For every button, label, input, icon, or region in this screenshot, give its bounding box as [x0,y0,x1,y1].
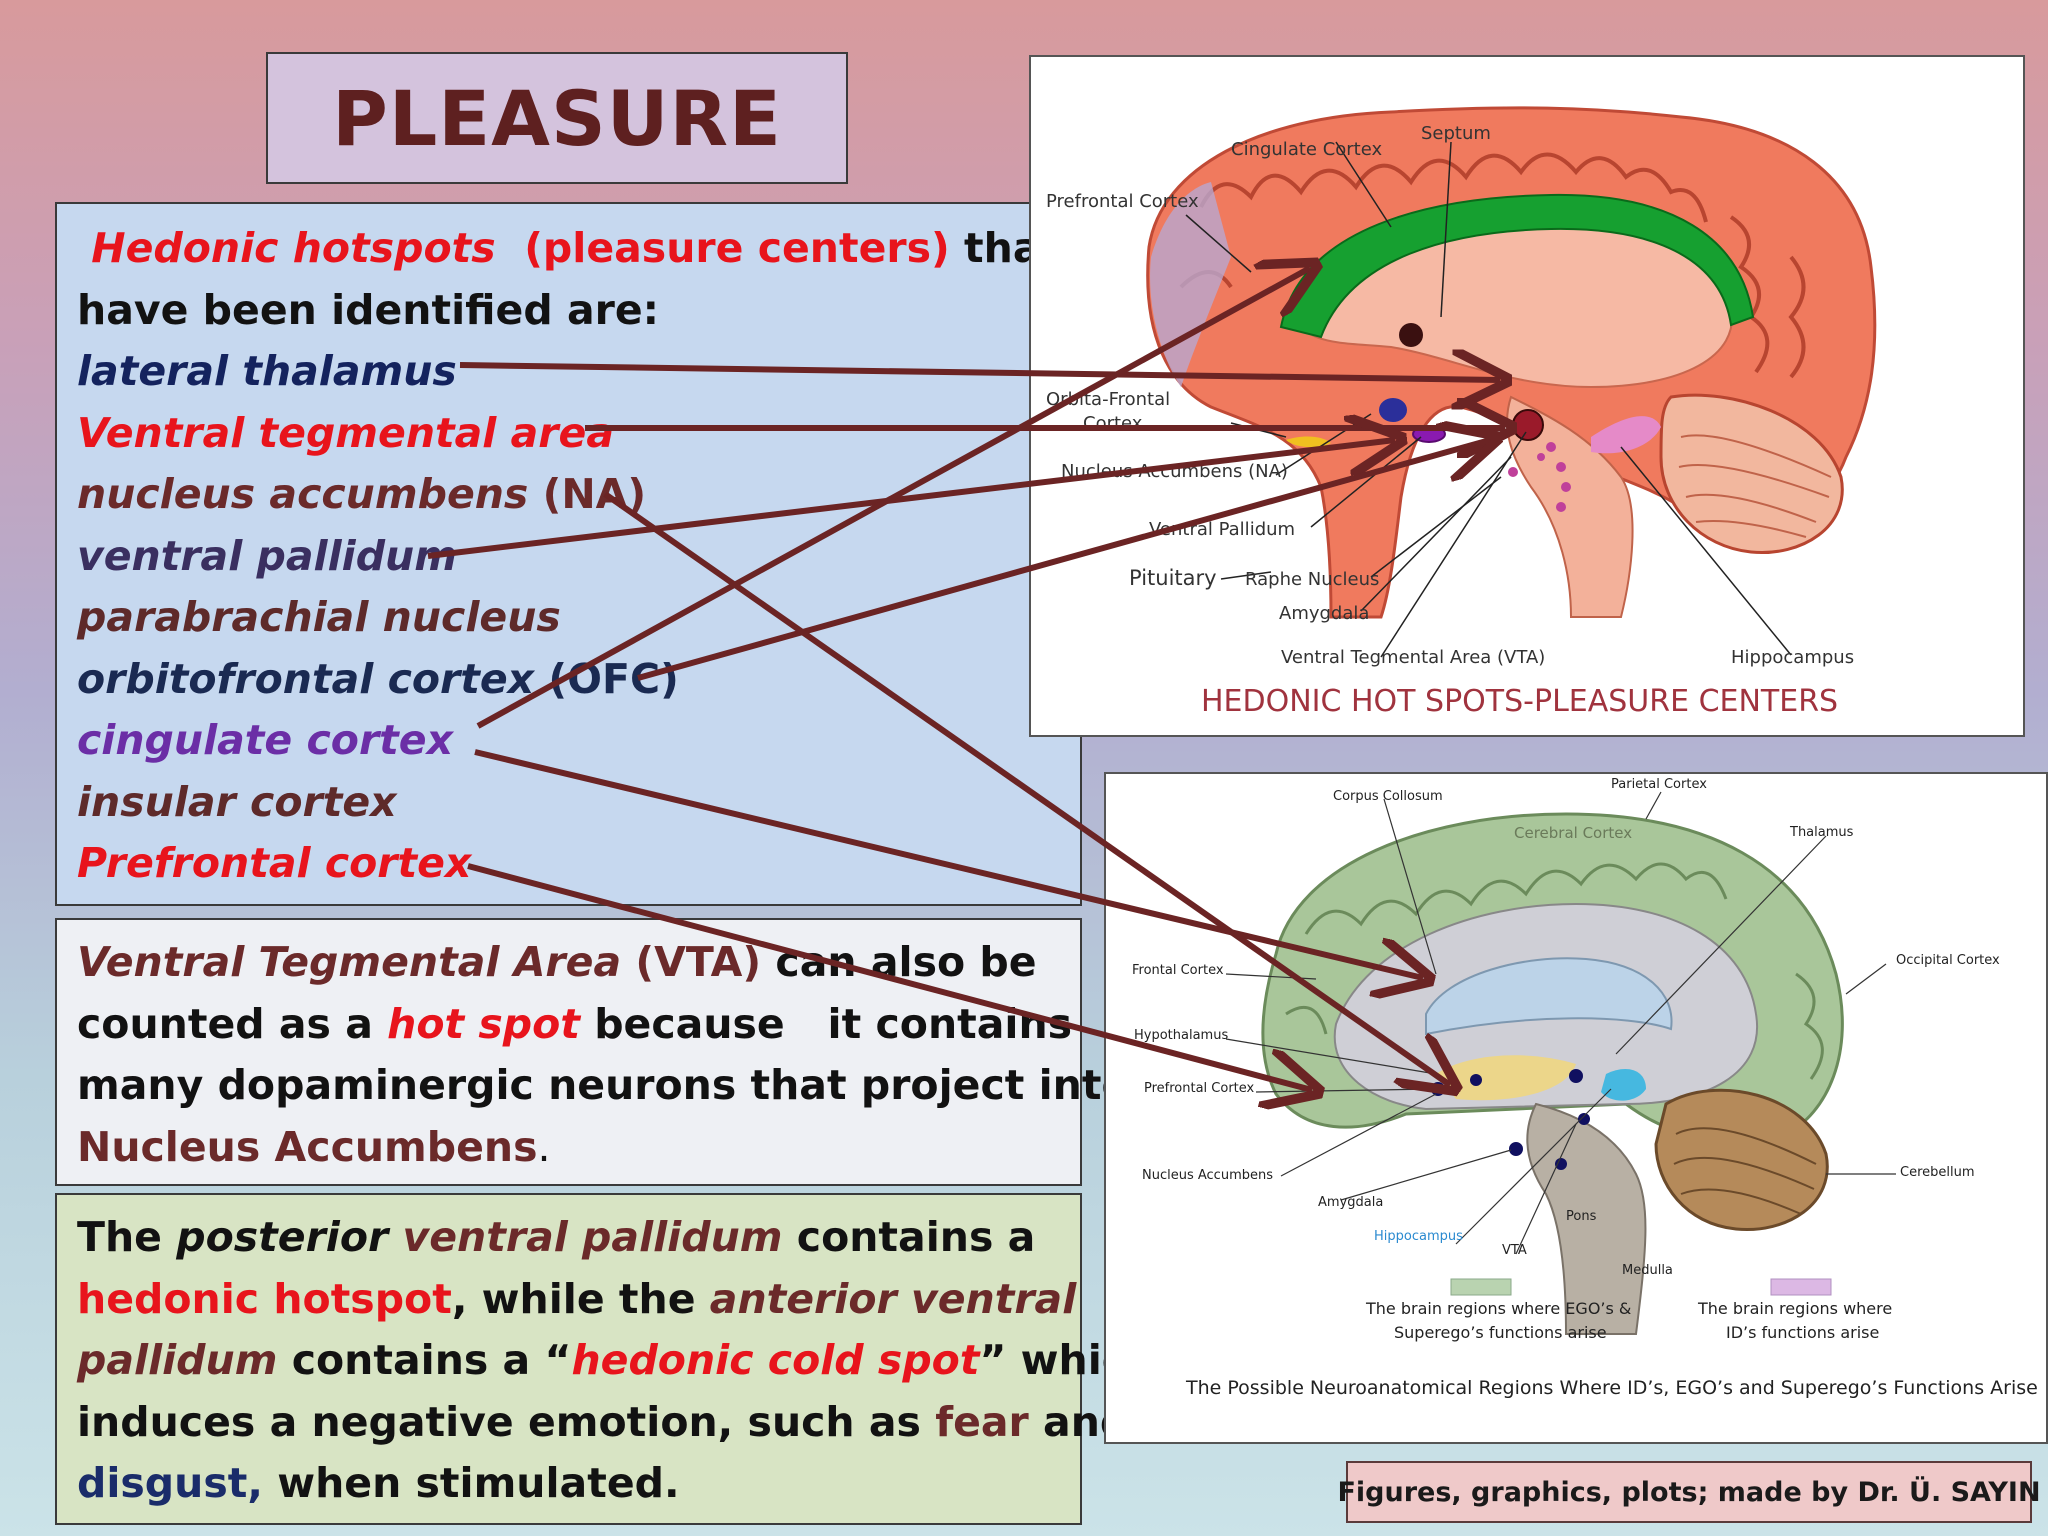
pal-line1: The posterior ventral pallidum contains … [77,1207,1060,1269]
label-cerebellum: Cerebellum [1900,1165,1975,1180]
vta-paragraph-box: Ventral Tegmental Area (VTA) can also be… [55,918,1130,1186]
label-vta: Ventral Tegmental Area (VTA) [1281,647,1545,668]
label-nucleus-accumbens: Nucleus Accumbens (NA) [1061,461,1288,482]
pal-text-2: contains a [782,1213,1036,1261]
ventral-pallidum-term: ventral pallidum [388,1213,783,1261]
vta-line2: counted as a hot spot because it contain… [77,994,1072,1056]
list-item-nucleus-accumbens: nucleus accumbens (NA) [77,464,1060,526]
vta-line1: Ventral Tegmental Area (VTA) can also be [77,932,1060,994]
label-hippocampus: Hippocampus [1731,647,1854,668]
hot-spot-term: hot spot [387,999,580,1048]
vta-text-2: counted as a [77,999,388,1048]
nucleus-accumbens-abbr: (NA) [528,470,647,518]
label-frontal: Frontal Cortex [1132,963,1224,978]
nucleus-accumbens-spot [1379,398,1407,422]
label-vta-2: VTA [1502,1243,1527,1258]
label-thalamus: Thalamus [1789,825,1854,840]
pallidum-term: pallidum [77,1336,278,1384]
list-item-lateral-thalamus: lateral thalamus [77,347,457,395]
vta-text-3: because it contains [579,999,1073,1048]
label-cerebral-cortex: Cerebral Cortex [1514,824,1632,842]
list-item-insular-cortex: insular cortex [77,777,397,826]
legend-swatch-ego [1450,1278,1512,1296]
pal-text-3: , while the [451,1274,710,1323]
vta-line3: many dopaminergic neurons that project i… [77,1061,1130,1109]
page-title: PLEASURE [332,73,782,163]
figure2-caption: The Possible Neuroanatomical Regions Whe… [1185,1377,2038,1399]
credit-text: Figures, graphics, plots; made by Dr. Ü.… [1337,1476,2041,1508]
credit-box: Figures, graphics, plots; made by Dr. Ü.… [1337,1461,2041,1523]
label-pons: Pons [1566,1209,1597,1224]
hedonic-hotspots-term: Hedonic hotspots [91,224,496,272]
list-item-parabrachial-nucleus: parabrachial nucleus [77,593,561,641]
legend-id-line2: ID’s functions arise [1726,1323,1879,1342]
pleasure-centers-term: (pleasure centers) [524,224,950,272]
figure-hedonic-hotspots: Septum Cingulate Cortex Prefrontal Corte… [1029,55,2025,737]
label-hippocampus-2: Hippocampus [1374,1229,1463,1244]
list-item-orbitofrontal-cortex: orbitofrontal cortex (OFC) [77,649,1060,711]
label-nucleus-accumbens-2: Nucleus Accumbens [1142,1168,1273,1183]
label-raphe: Raphe Nucleus [1245,569,1379,590]
hotspots-intro-line2: have been identified are: [77,285,660,334]
legend-id-line1: The brain regions where [1697,1299,1892,1318]
nucleus-accumbens-term: nucleus accumbens [77,470,529,518]
label-ventral-pallidum: Ventral Pallidum [1149,519,1295,540]
pal-text-4: contains a “ [277,1336,572,1384]
pal-line2: hedonic hotspot, while the anterior vent… [77,1269,1076,1331]
label-hypothalamus: Hypothalamus [1134,1028,1228,1043]
hedonic-cold-spot-term: hedonic cold spot [571,1336,980,1384]
vta-spot [1512,409,1544,441]
label-orbito-1: Orbita-Frontal [1046,389,1170,410]
figure1-caption: HEDONIC HOT SPOTS-PLEASURE CENTERS [1201,684,1838,719]
brain-diagram-1: Septum Cingulate Cortex Prefrontal Corte… [1046,106,1877,719]
septum-spot [1399,323,1423,347]
label-prefrontal: Prefrontal Cortex [1046,191,1199,212]
cerebellum-shape [1654,1088,1829,1232]
label-corpus-collosum: Corpus Collosum [1333,789,1443,804]
list-item-prefrontal-cortex: Prefrontal cortex [77,839,472,887]
hedonic-hotspot-term: hedonic hotspot [77,1274,452,1323]
pal-text-8: when stimulated. [262,1459,680,1507]
legend-ego-line2: Superego’s functions arise [1394,1323,1607,1342]
figure-id-ego-regions: Corpus Collosum Parietal Cortex Cerebral… [1104,772,2048,1444]
label-cingulate: Cingulate Cortex [1231,139,1382,160]
disgust-term: disgust, [77,1459,263,1507]
legend-ego-line1: The brain regions where EGO’s & [1365,1299,1631,1318]
vta-abbr: (VTA) [621,938,762,986]
hotspots-intro-line1: Hedonic hotspots (pleasure centers) that [77,218,1060,280]
pal-text-6: induces a negative emotion, such as [77,1397,936,1446]
vta-line4: Nucleus Accumbens. [77,1117,1060,1179]
label-prefrontal-2: Prefrontal Cortex [1144,1081,1255,1096]
label-orbito-2: Cortex [1083,413,1143,434]
anterior-ventral-term: anterior ventral [709,1274,1077,1323]
label-occipital: Occipital Cortex [1896,953,2000,968]
vta-period: . [537,1122,551,1171]
pal-line4: induces a negative emotion, such as fear… [77,1392,1129,1454]
pal-text-1: The [77,1213,177,1261]
label-parietal: Parietal Cortex [1611,777,1707,792]
label-septum: Septum [1421,123,1491,144]
title-box: PLEASURE [266,52,848,184]
label-amygdala-2: Amygdala [1318,1195,1383,1210]
pallidum-paragraph-box: The posterior ventral pallidum contains … [55,1193,1155,1525]
vta-term: Ventral Tegmental Area [77,938,622,986]
hippocampus-shape [1591,416,1661,454]
label-medulla: Medulla [1622,1263,1673,1278]
pal-line3: pallidum contains a “hedonic cold spot” … [77,1330,1155,1392]
list-item-ventral-pallidum: ventral pallidum [77,531,457,580]
legend-swatch-id [1770,1278,1832,1296]
nucleus-accumbens-term-2: Nucleus Accumbens [77,1122,538,1171]
vta-text-1: can also be [761,938,1037,986]
label-amygdala: Amygdala [1279,603,1369,624]
orbitofrontal-term: orbitofrontal cortex [77,654,535,703]
posterior-term: posterior [176,1213,389,1261]
hotspot-list-box: Hedonic hotspots (pleasure centers) that… [55,202,1082,906]
list-item-cingulate-cortex: cingulate cortex [77,716,454,764]
list-item-vta: Ventral tegmental area [77,408,614,457]
brain-diagram-2: Corpus Collosum Parietal Cortex Cerebral… [1132,777,2038,1399]
fear-term: fear [935,1397,1029,1446]
pal-line5: disgust, when stimulated. [77,1453,1060,1515]
orbitofrontal-abbr: (OFC) [534,654,679,703]
label-pituitary: Pituitary [1129,566,1217,590]
